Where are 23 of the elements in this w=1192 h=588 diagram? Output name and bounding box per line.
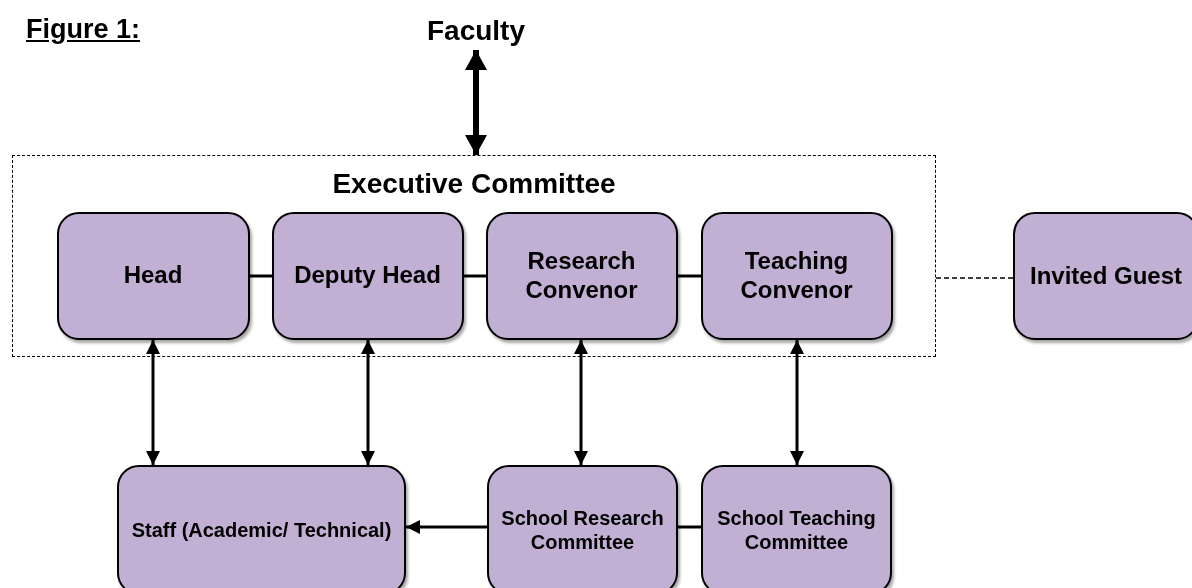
process-box: Teaching Convenor bbox=[700, 211, 893, 340]
connector-line bbox=[678, 274, 701, 278]
group-heading: Executive Committee bbox=[331, 168, 617, 200]
connector-line bbox=[678, 525, 701, 529]
arrow bbox=[574, 340, 588, 465]
arrow bbox=[790, 340, 804, 465]
arrow bbox=[406, 520, 487, 534]
arrow bbox=[465, 50, 487, 155]
connector-line bbox=[464, 274, 486, 278]
node-label: Faculty bbox=[416, 12, 536, 50]
process-box: School Teaching Committee bbox=[701, 465, 892, 588]
process-box: Staff (Academic/ Technical) bbox=[117, 465, 406, 588]
arrow bbox=[361, 340, 375, 465]
figure-title: Figure 1: bbox=[26, 14, 140, 45]
connector-line bbox=[935, 277, 1014, 279]
process-box: Head bbox=[56, 211, 250, 340]
arrow bbox=[146, 340, 160, 465]
process-box: Deputy Head bbox=[271, 211, 464, 340]
connector-line bbox=[250, 274, 272, 278]
process-box: Invited Guest bbox=[1013, 212, 1192, 340]
dashed-group-box bbox=[12, 155, 936, 357]
process-box: School Research Committee bbox=[487, 465, 678, 588]
process-box: Research Convenor bbox=[485, 211, 678, 340]
